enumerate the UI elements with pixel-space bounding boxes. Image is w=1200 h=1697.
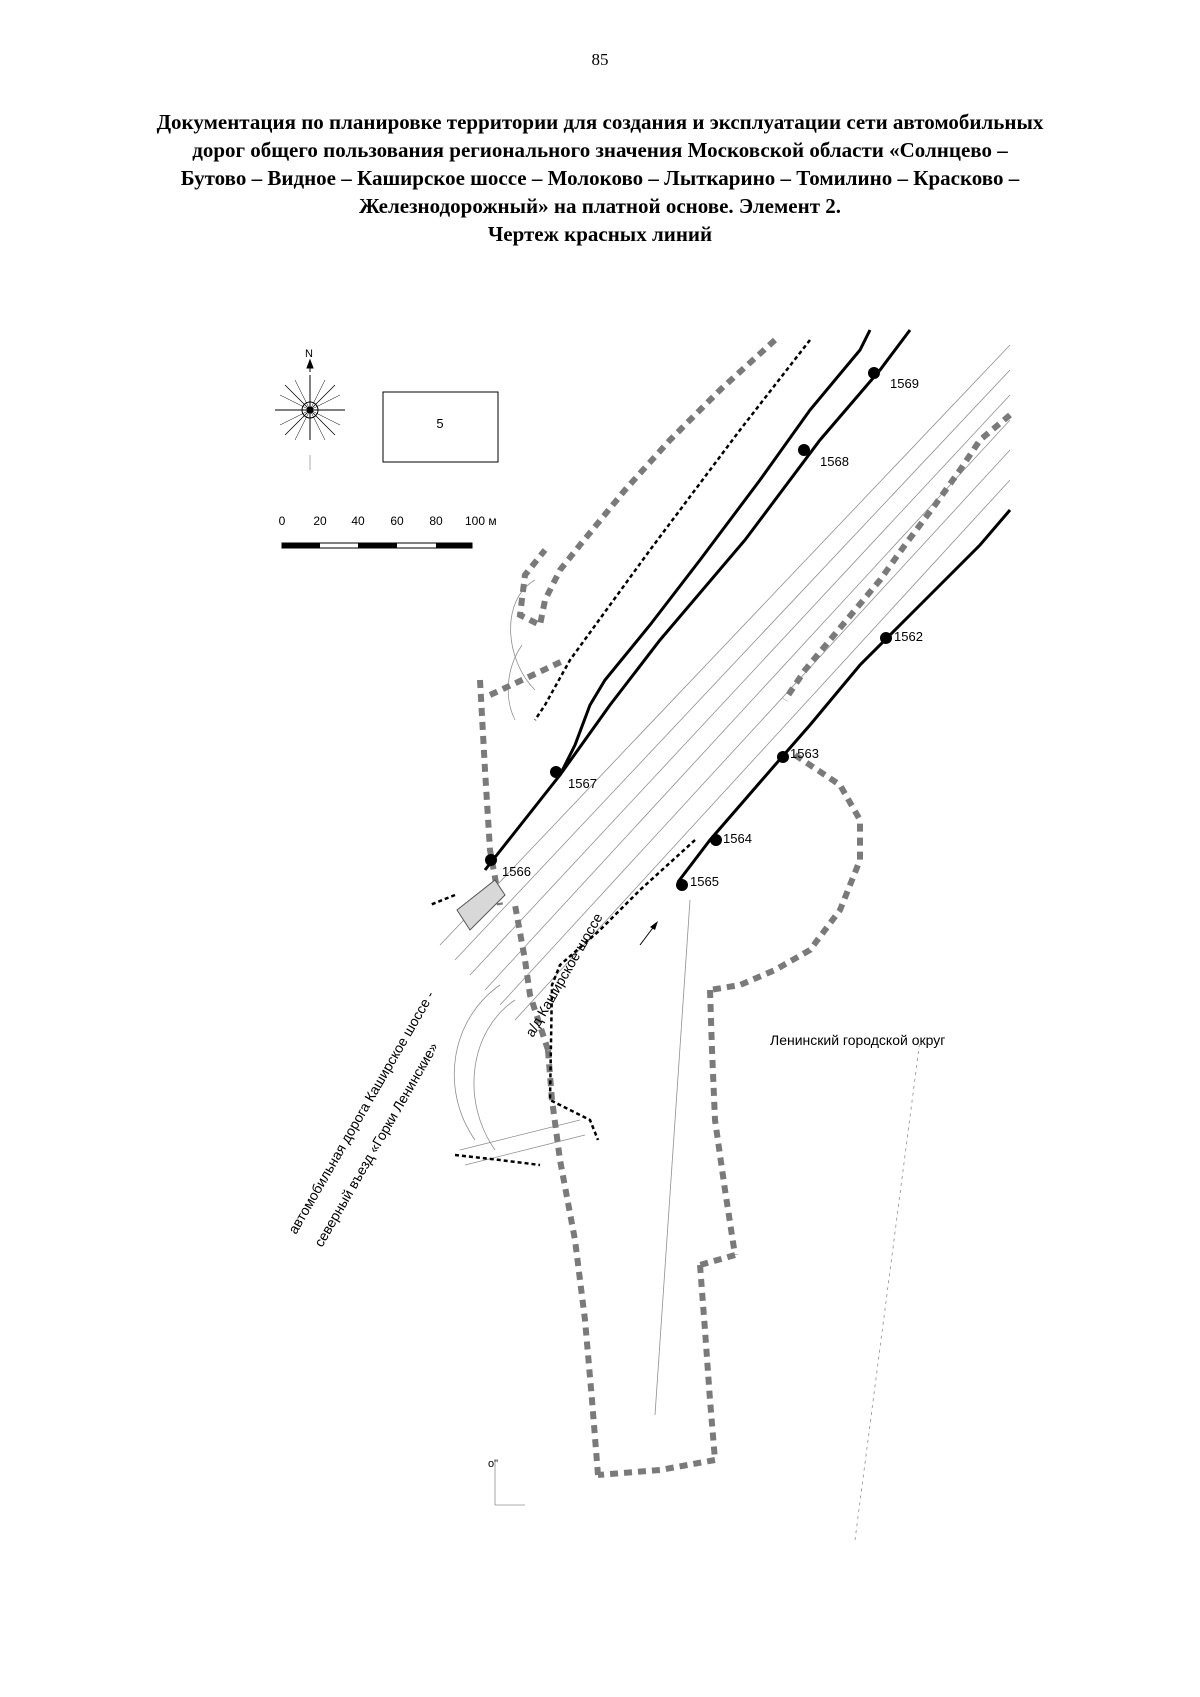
- road-name-label: автомобильная дорога Каширское шоссе -: [285, 988, 438, 1237]
- scale-bar: 0 20 40 60 80 100 м: [279, 514, 497, 549]
- scale-tick-label: 20: [313, 514, 327, 528]
- highway-label: а/д Каширское шоссе: [522, 910, 606, 1039]
- hatched-area: [456, 879, 506, 931]
- fragment-label: о": [488, 1458, 498, 1470]
- district-label: Ленинский городской округ: [770, 1032, 945, 1048]
- sheet-index-number: 5: [436, 416, 443, 431]
- point-label-1566: 1566: [502, 864, 531, 879]
- point-labels: 1569 1568 1567 1566 1562 1563 1564 1565: [502, 376, 923, 889]
- scale-tick-label: 80: [429, 514, 443, 528]
- base-map-lines: [439, 344, 1011, 1541]
- title-line: Чертеж красных линий: [487, 222, 713, 246]
- compass-rose-icon: N: [275, 348, 345, 470]
- scale-tick-label: 60: [390, 514, 404, 528]
- document-title: Документация по планировке территории дл…: [110, 108, 1090, 248]
- point-label-1568: 1568: [820, 454, 849, 469]
- red-lines: [483, 329, 1012, 883]
- point-label-1562: 1562: [894, 629, 923, 644]
- black-dashed-lines: [429, 339, 811, 1167]
- north-label: N: [305, 348, 313, 360]
- sheet-index-box: [382, 391, 499, 463]
- point-label-1563: 1563: [790, 746, 819, 761]
- title-line: Документация по планировке территории дл…: [156, 110, 1044, 134]
- title-line: Железнодорожный» на платной основе. Элем…: [358, 194, 842, 218]
- direction-arrow-icon: [639, 921, 658, 946]
- title-line: дорог общего пользования регионального з…: [192, 138, 1008, 162]
- scale-tick-label: 40: [351, 514, 365, 528]
- point-label-1567: 1567: [568, 776, 597, 791]
- point-label-1569: 1569: [890, 376, 919, 391]
- scale-tick-label: 100 м: [465, 514, 497, 528]
- scale-tick-label: 0: [279, 514, 286, 528]
- page-number: 85: [591, 50, 609, 69]
- red-line-points: [485, 367, 892, 891]
- boundary-dashed-lines: [477, 337, 1012, 1478]
- title-line: Бутово – Видное – Каширское шоссе – Моло…: [180, 166, 1020, 190]
- point-label-1564: 1564: [723, 831, 752, 846]
- point-label-1565: 1565: [690, 874, 719, 889]
